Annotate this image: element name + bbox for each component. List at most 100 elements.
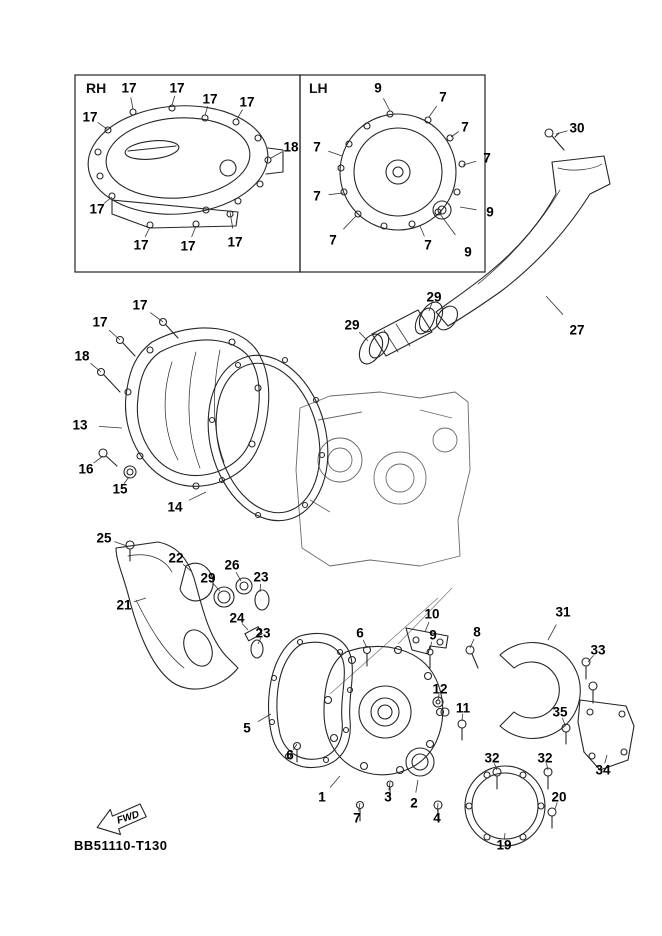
callout-1: 1	[318, 789, 326, 805]
leader-line	[188, 491, 207, 501]
leader-line	[257, 637, 262, 645]
callout-35: 35	[552, 704, 568, 720]
hose-29-drawing	[358, 301, 444, 365]
leader-line	[204, 106, 209, 116]
callout-17: 17	[239, 94, 255, 110]
callout-7: 7	[424, 237, 432, 253]
callout-17: 17	[133, 237, 149, 253]
leader-line	[419, 225, 425, 237]
callout-23: 23	[253, 569, 269, 585]
fasteners-drawing	[292, 627, 479, 822]
callout-7: 7	[483, 150, 491, 166]
leader-line	[123, 476, 130, 484]
callout-17: 17	[121, 80, 137, 96]
callout-29: 29	[344, 317, 360, 333]
leader-line	[98, 426, 123, 429]
callout-6: 6	[286, 747, 294, 763]
leader-line	[97, 122, 108, 130]
callout-18: 18	[74, 348, 90, 364]
callout-9: 9	[429, 627, 437, 643]
callout-33: 33	[590, 642, 606, 658]
leader-line	[329, 775, 341, 788]
callout-25: 25	[96, 530, 112, 546]
leader-line	[229, 211, 234, 229]
callout-17: 17	[82, 109, 98, 125]
leader-line	[587, 655, 594, 663]
callout-9: 9	[486, 204, 494, 220]
leader-line	[437, 802, 439, 812]
leader-line	[90, 362, 102, 373]
leader-line	[171, 95, 176, 106]
leader-line	[236, 109, 243, 120]
cover-13-drawing	[124, 327, 270, 490]
callout-7: 7	[439, 89, 447, 105]
cover-1-drawing	[323, 645, 445, 777]
leader-line	[561, 717, 566, 726]
leader-line	[459, 206, 477, 211]
leader-line	[546, 763, 549, 771]
callout-7: 7	[353, 810, 361, 826]
callout-16: 16	[78, 461, 94, 477]
leader-line	[93, 455, 104, 464]
leader-line	[362, 639, 368, 649]
callout-18: 18	[283, 139, 299, 155]
lh-cover-drawing	[337, 110, 466, 231]
leader-line	[241, 623, 249, 631]
callout-13: 13	[72, 417, 88, 433]
callout-9: 9	[374, 80, 382, 96]
leader-line	[130, 97, 134, 110]
callout-7: 7	[313, 188, 321, 204]
callout-27: 27	[569, 322, 585, 338]
leader-line	[182, 563, 193, 573]
leader-line	[257, 713, 272, 723]
callout-17: 17	[202, 91, 218, 107]
joint-parts-drawing	[179, 562, 270, 659]
callout-3: 3	[384, 789, 392, 805]
callout-7: 7	[329, 232, 337, 248]
leader-line	[504, 832, 506, 840]
leader-line	[428, 303, 433, 312]
leader-line	[213, 583, 221, 592]
leader-line	[462, 160, 477, 166]
lh-inset-label: LH	[309, 80, 328, 96]
leader-line	[469, 639, 475, 649]
callout-17: 17	[89, 201, 105, 217]
callout-11: 11	[455, 700, 471, 716]
callout-17: 17	[132, 297, 148, 313]
leader-line	[493, 763, 498, 771]
leader-line	[328, 150, 343, 157]
leader-line	[450, 131, 459, 138]
callout-17: 17	[180, 238, 196, 254]
leader-line	[383, 98, 391, 112]
leader-line	[150, 312, 164, 323]
callout-24: 24	[229, 610, 245, 626]
leader-line	[114, 541, 128, 547]
callout-6: 6	[356, 625, 364, 641]
callout-31: 31	[555, 604, 571, 620]
callout-14: 14	[167, 499, 183, 515]
callout-8: 8	[473, 624, 481, 640]
callout-23: 23	[255, 625, 271, 641]
callout-10: 10	[424, 606, 440, 622]
rh-cover-drawing	[87, 104, 284, 229]
callout-19: 19	[496, 837, 512, 853]
leader-line	[428, 105, 438, 118]
callout-12: 12	[432, 681, 448, 697]
leader-line	[604, 754, 608, 764]
leader-line	[545, 295, 564, 315]
leader-line	[415, 779, 419, 793]
callout-5: 5	[243, 720, 251, 736]
callout-7: 7	[461, 119, 469, 135]
duct-27-drawing	[435, 155, 611, 331]
callout-17: 17	[227, 234, 243, 250]
callout-32: 32	[537, 750, 553, 766]
callout-22: 22	[168, 550, 184, 566]
callout-29: 29	[426, 289, 442, 305]
leader-line	[133, 597, 147, 603]
callout-30: 30	[569, 120, 585, 136]
part-code: BB51110-T130	[74, 838, 168, 853]
callout-9: 9	[464, 244, 472, 260]
duct-21-drawing	[115, 541, 239, 690]
